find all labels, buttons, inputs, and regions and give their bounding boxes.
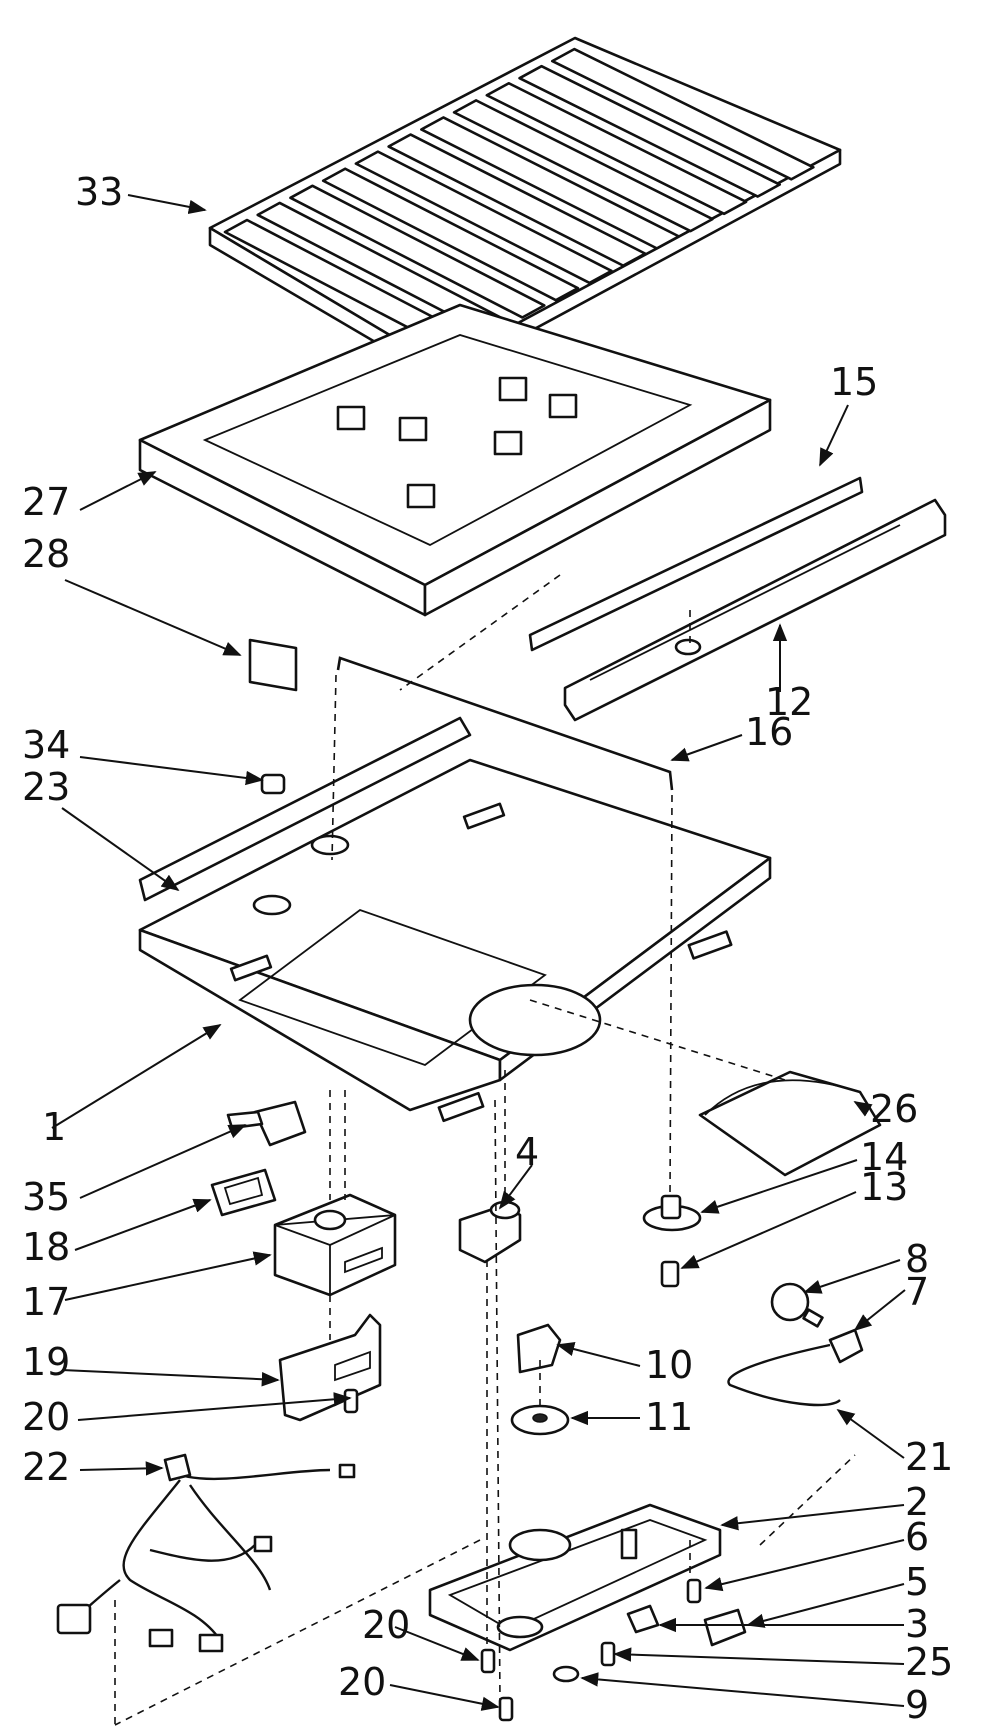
callout-leader-19 (61, 1369, 280, 1387)
small-block-part (248, 638, 298, 692)
callout-leader-10 (556, 1342, 641, 1367)
side-rail-parts (528, 476, 947, 722)
callout-leader-7 (853, 1289, 906, 1332)
callout-leader-35 (79, 1124, 247, 1199)
control-housing (273, 1193, 397, 1297)
callout-label-12: 12 (765, 680, 813, 724)
callout-leader-23 (61, 807, 180, 892)
callout-label-11: 11 (645, 1395, 693, 1439)
callout-label-13: 13 (860, 1165, 908, 1209)
wiring-harness (56, 1453, 356, 1653)
callout-leader-21 (836, 1408, 905, 1459)
assembly-lines (114, 574, 856, 1726)
grille-slat (550, 47, 815, 181)
top-cover-grille (208, 36, 842, 382)
callout-label-17: 17 (22, 1280, 70, 1324)
callout-label-34: 34 (22, 723, 70, 767)
small-connectors (552, 1604, 747, 1683)
callout-leader-9 (580, 1672, 905, 1707)
gasket-part (210, 1168, 277, 1217)
callout-label-22: 22 (22, 1445, 70, 1489)
callout-leader-25 (613, 1647, 905, 1665)
clip-part (226, 1100, 307, 1147)
grille-slat (321, 167, 580, 302)
callout-label-2: 2 (905, 1480, 929, 1524)
callout-label-14: 14 (860, 1135, 908, 1179)
callout-label-5: 5 (905, 1560, 929, 1604)
callout-leader-34 (79, 756, 264, 786)
callout-leader-5 (746, 1583, 905, 1628)
callout-leader-14 (700, 1159, 858, 1214)
rod-part (336, 656, 674, 791)
grille-slat (289, 184, 546, 319)
callout-label-16: 16 (745, 710, 793, 754)
grille-slat (420, 116, 681, 250)
callout-label-20: 20 (362, 1603, 410, 1647)
grille-slat (518, 64, 782, 198)
callout-label-20: 20 (338, 1660, 386, 1704)
callout-leader-20 (77, 1392, 352, 1421)
callout-label-15: 15 (830, 360, 878, 404)
callout-label-10: 10 (645, 1343, 693, 1387)
callout-label-3: 3 (905, 1602, 929, 1646)
callout-label-19: 19 (22, 1340, 70, 1384)
cover-piece (698, 1070, 882, 1177)
grommet-part (260, 773, 286, 795)
callout-label-18: 18 (22, 1225, 70, 1269)
callout-label-21: 21 (905, 1435, 953, 1479)
callout-leader-18 (74, 1198, 212, 1251)
callout-label-35: 35 (22, 1175, 70, 1219)
callout-label-9: 9 (905, 1683, 929, 1727)
callout-leader-22 (79, 1461, 164, 1476)
callout-leader-4 (498, 1164, 533, 1210)
grille-slat (485, 81, 748, 216)
grille-slat (387, 133, 647, 267)
callout-label-7: 7 (905, 1270, 929, 1314)
callout-label-20: 20 (22, 1395, 70, 1439)
callout-leader-8 (803, 1259, 901, 1294)
callout-label-27: 27 (22, 480, 70, 524)
grille-slat (452, 99, 714, 233)
callout-label-26: 26 (870, 1087, 918, 1131)
callout-leader-17 (64, 1251, 272, 1301)
callout-leader-2 (720, 1504, 905, 1531)
callout-leader-33 (127, 194, 207, 214)
callout-leader-13 (680, 1191, 857, 1269)
callout-leader-1 (51, 1024, 222, 1129)
callout-leader-27 (79, 471, 157, 511)
callout-leader-6 (704, 1539, 905, 1592)
grille-slat (354, 150, 613, 285)
callout-leader-20 (394, 1626, 480, 1661)
bracket-part (278, 1313, 382, 1422)
callout-label-25: 25 (905, 1640, 953, 1684)
callout-leader-26 (853, 1101, 873, 1117)
callout-label-8: 8 (905, 1237, 929, 1281)
callout-label-6: 6 (905, 1515, 929, 1559)
callout-label-33: 33 (75, 170, 123, 214)
main-base-pan (138, 716, 772, 1123)
switch-part (510, 1323, 570, 1436)
callout-leader-20 (389, 1684, 500, 1711)
lower-housing-tray (428, 1503, 722, 1652)
callout-leader-15 (819, 404, 849, 467)
callout-label-23: 23 (22, 765, 70, 809)
callout-label-28: 28 (22, 532, 70, 576)
lamp-socket-and-wire (727, 1282, 864, 1407)
upper-frame (138, 303, 772, 617)
callout-leader-28 (64, 579, 242, 656)
thermostat-part (458, 1200, 522, 1264)
callout-leader-16 (670, 734, 743, 762)
callout-label-4: 4 (515, 1130, 539, 1174)
damper-knob-part (642, 1194, 702, 1288)
